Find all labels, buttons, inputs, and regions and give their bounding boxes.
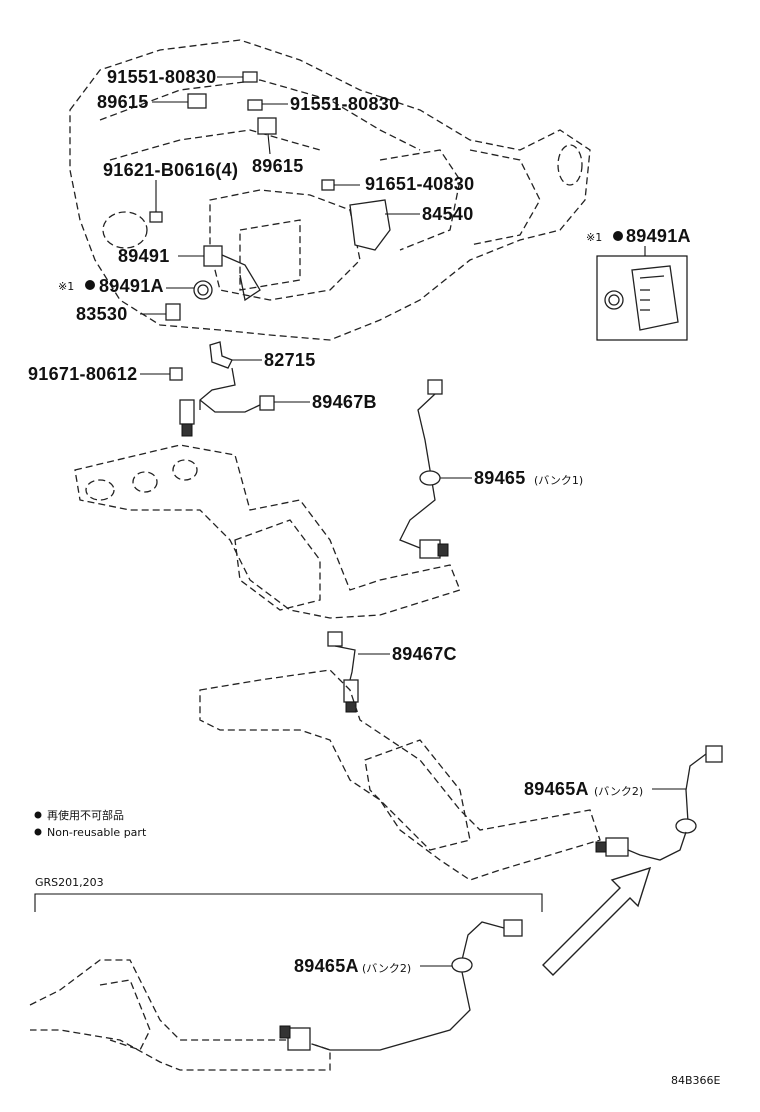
- svg-text:(バンク2): (バンク2): [362, 962, 411, 975]
- svg-text:(バンク2): (バンク2): [594, 785, 643, 798]
- svg-text:(バンク1): (バンク1): [534, 474, 583, 487]
- svg-text:※1: ※1: [58, 280, 74, 293]
- bolt-91551-b: [247, 99, 263, 111]
- exhaust-manifold-bank1: [74, 444, 461, 619]
- sensor-89465A-b: 89465A (バンク2): [279, 919, 523, 1051]
- svg-text:89615: 89615: [97, 92, 149, 112]
- sensor-89467C: 89467C: [327, 631, 457, 713]
- sensor-89615-b: [257, 117, 277, 135]
- svg-text:89491: 89491: [118, 246, 170, 266]
- variant-section: GRS201,203: [34, 876, 543, 912]
- label-84540: 84540: [385, 204, 474, 224]
- label-91651-40830: 91651-40830: [334, 174, 474, 194]
- exhaust-manifold-bank2: [199, 669, 601, 881]
- engine-block: [69, 39, 591, 341]
- svg-text:89465A: 89465A: [294, 956, 359, 976]
- sensor-89467B: 89467B: [179, 367, 377, 437]
- svg-text:82715: 82715: [264, 350, 316, 370]
- svg-text:84540: 84540: [422, 204, 474, 224]
- label-89615-a: 89615: [97, 92, 188, 112]
- svg-text:89615: 89615: [252, 156, 304, 176]
- label-89491A-a: ※1 89491A: [58, 276, 194, 296]
- label-91551-80830-a: 91551-80830: [107, 67, 243, 87]
- label-91551-80830-b: 91551-80830: [262, 94, 399, 114]
- svg-text:GRS201,203: GRS201,203: [35, 876, 104, 889]
- svg-text:※1: ※1: [586, 231, 602, 244]
- svg-text:Non-reusable part: Non-reusable part: [47, 826, 147, 839]
- svg-text:89491A: 89491A: [99, 276, 164, 296]
- exhaust-pipe-variant: [29, 959, 331, 1071]
- gasket-kit-callout: ※1 89491A: [586, 226, 691, 341]
- svg-text:再使用不可部品: 再使用不可部品: [47, 808, 124, 822]
- label-83530: 83530: [76, 304, 166, 324]
- svg-text:91551-80830: 91551-80830: [290, 94, 399, 114]
- sensor-89465-bank1: 89465 (バンク1): [399, 379, 583, 559]
- direction-arrow: [542, 866, 652, 976]
- label-89491: 89491: [118, 246, 204, 266]
- bolt-91651: [321, 179, 335, 191]
- svg-text:91671-80612: 91671-80612: [28, 364, 137, 384]
- legend: 再使用不可部品 Non-reusable part: [34, 808, 147, 839]
- gasket-89491A: [193, 280, 213, 300]
- sensor-89491: [203, 245, 261, 302]
- bolt-91621: [149, 211, 163, 223]
- bracket-82715: 82715: [209, 341, 316, 370]
- label-89615-b: 89615: [252, 133, 304, 176]
- svg-text:89467B: 89467B: [312, 392, 377, 412]
- svg-text:91551-80830: 91551-80830: [107, 67, 216, 87]
- svg-text:83530: 83530: [76, 304, 128, 324]
- label-91621: 91621-B0616(4): [103, 160, 238, 212]
- svg-text:91651-40830: 91651-40830: [365, 174, 474, 194]
- bolt-91551-a: [242, 71, 258, 83]
- sensor-84540: [349, 199, 391, 251]
- bolt-91671: 91671-80612: [28, 364, 183, 384]
- sensor-89615-a: [187, 93, 207, 109]
- svg-text:89467C: 89467C: [392, 644, 457, 664]
- svg-text:89491A: 89491A: [626, 226, 691, 246]
- svg-text:89465A: 89465A: [524, 779, 589, 799]
- svg-text:89465: 89465: [474, 468, 526, 488]
- diagram-code: 84B366E: [671, 1074, 721, 1087]
- svg-text:91621-B0616(4): 91621-B0616(4): [103, 160, 238, 180]
- switch-83530: [165, 303, 181, 321]
- sensor-89465A-a: 89465A (バンク2): [524, 745, 723, 861]
